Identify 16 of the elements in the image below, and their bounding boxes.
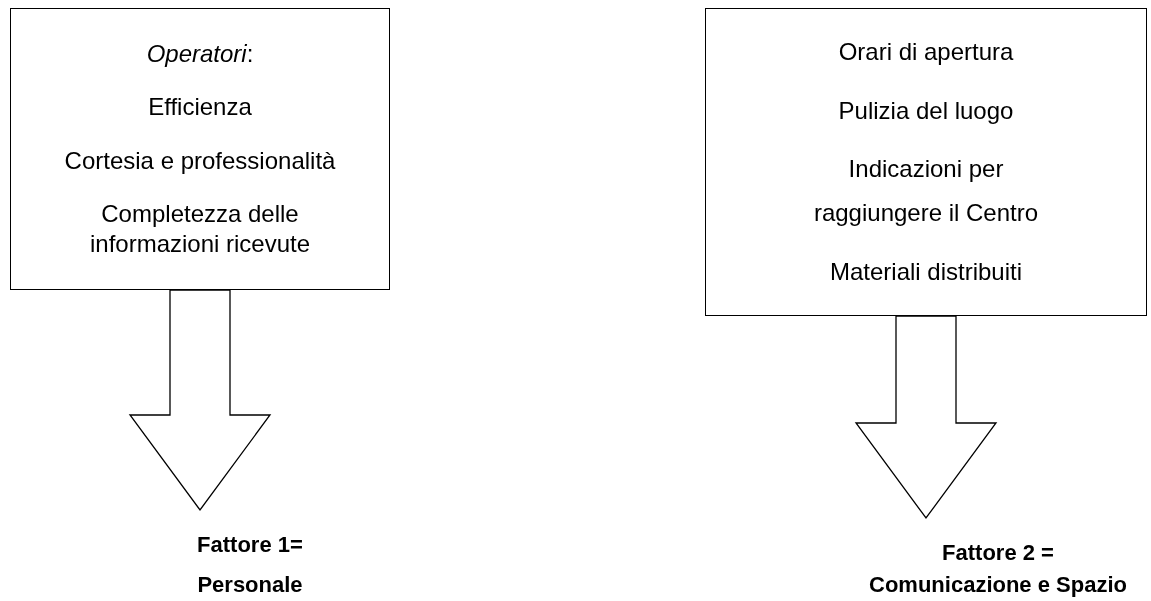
list-item: Cortesia e professionalità bbox=[64, 145, 336, 176]
list-item: Efficienza bbox=[148, 92, 252, 123]
heading: Operatori: bbox=[146, 38, 254, 69]
factor-label: Fattore 2 = bbox=[942, 540, 1054, 566]
list-item: Pulizia del luogo bbox=[838, 95, 1014, 126]
list-item: Completezza delle informazioni ricevute bbox=[88, 199, 312, 260]
factor-label: Fattore 1= bbox=[197, 532, 303, 558]
block-arrow bbox=[128, 289, 272, 512]
list-item: Orari di apertura bbox=[838, 36, 1014, 67]
list-item: Materiali distribuiti bbox=[829, 257, 1023, 288]
list-item: Indicazioni per raggiungere il Centro bbox=[812, 154, 1040, 229]
text-box bbox=[10, 8, 390, 290]
factor-label: Personale bbox=[197, 572, 303, 598]
block-arrow bbox=[854, 315, 998, 520]
text-box bbox=[705, 8, 1147, 316]
factor-label: Comunicazione e Spazio bbox=[869, 572, 1127, 598]
